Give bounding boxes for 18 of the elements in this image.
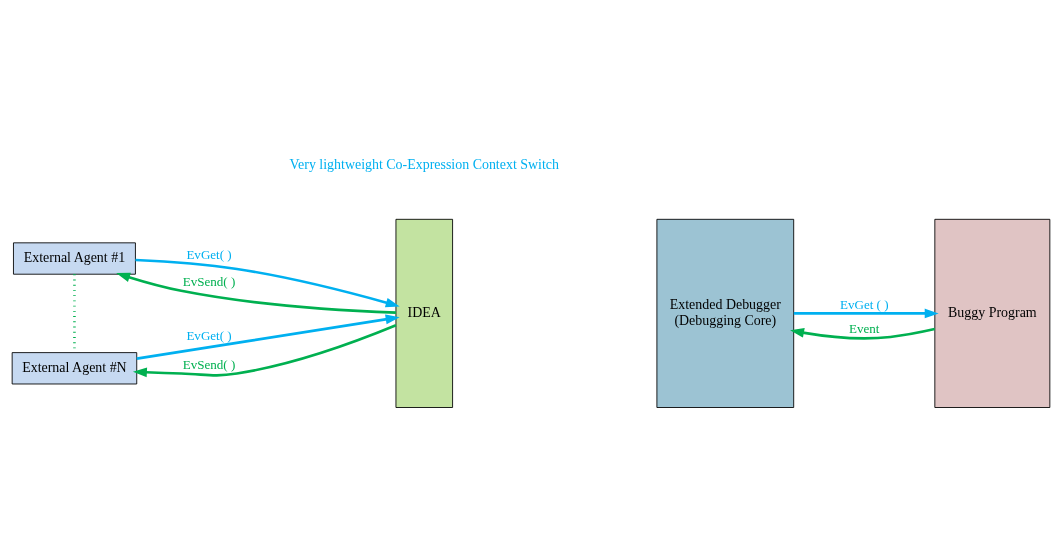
node-box: Buggy Program (934, 218, 1051, 408)
arrow (793, 308, 939, 318)
edge-label: EvGet ( ) (839, 296, 889, 312)
node-box: External Agent #N (11, 351, 138, 384)
arrow (132, 323, 397, 377)
edge-label: EvSend( ) (182, 273, 236, 289)
label: Very lightweight Co-Expression Context Switch (289, 156, 559, 172)
edge-label: EvGet( ) (186, 327, 232, 343)
arrow (135, 258, 400, 307)
arrow (790, 327, 935, 340)
node-box: External Agent #1 (13, 241, 136, 275)
edge-label: Event (849, 320, 880, 336)
arrow (116, 272, 396, 314)
arrow (136, 314, 400, 360)
node-box: Extended Debugger (Debugging Core) (656, 218, 795, 408)
node-box: IDEA (395, 218, 453, 408)
edge-label: EvGet( ) (186, 246, 232, 262)
edge-label: EvSend( ) (182, 356, 236, 372)
